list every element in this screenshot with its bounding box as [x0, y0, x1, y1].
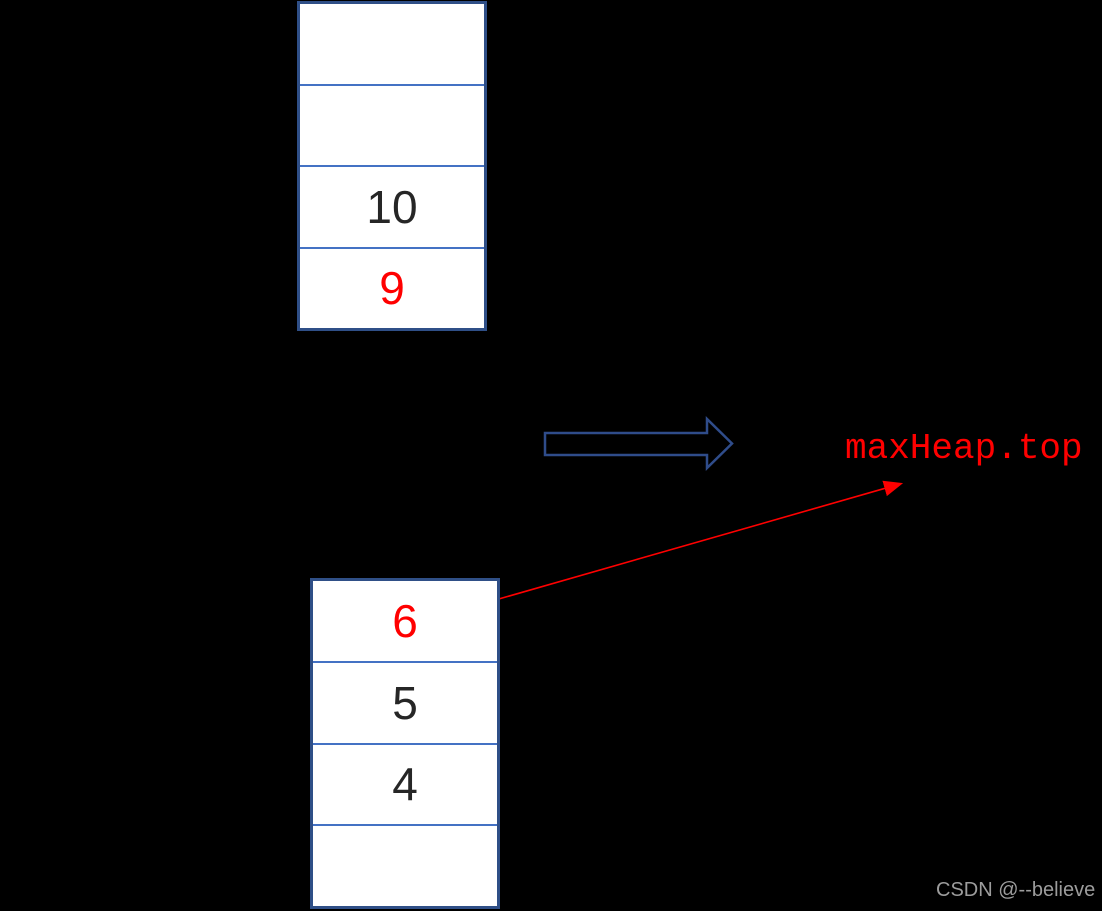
csdn-watermark: CSDN @--believe: [936, 879, 1096, 901]
heap-cell: [300, 4, 484, 84]
heap-cell: 4: [313, 742, 497, 825]
heap-cell: [313, 824, 497, 906]
heap-cell: 6: [313, 581, 497, 661]
bottom-heap-stack: 6 5 4: [310, 578, 500, 909]
pointer-arrow: [449, 480, 904, 614]
maxheap-top-label: maxHeap.top: [845, 428, 1083, 469]
heap-cell: 5: [313, 660, 497, 743]
heap-cell: 9: [300, 246, 484, 328]
right-block-arrow-icon: [543, 416, 734, 471]
heap-cell: [300, 83, 484, 165]
heap-cell: 10: [300, 165, 484, 247]
top-heap-stack: 10 9: [297, 1, 487, 331]
